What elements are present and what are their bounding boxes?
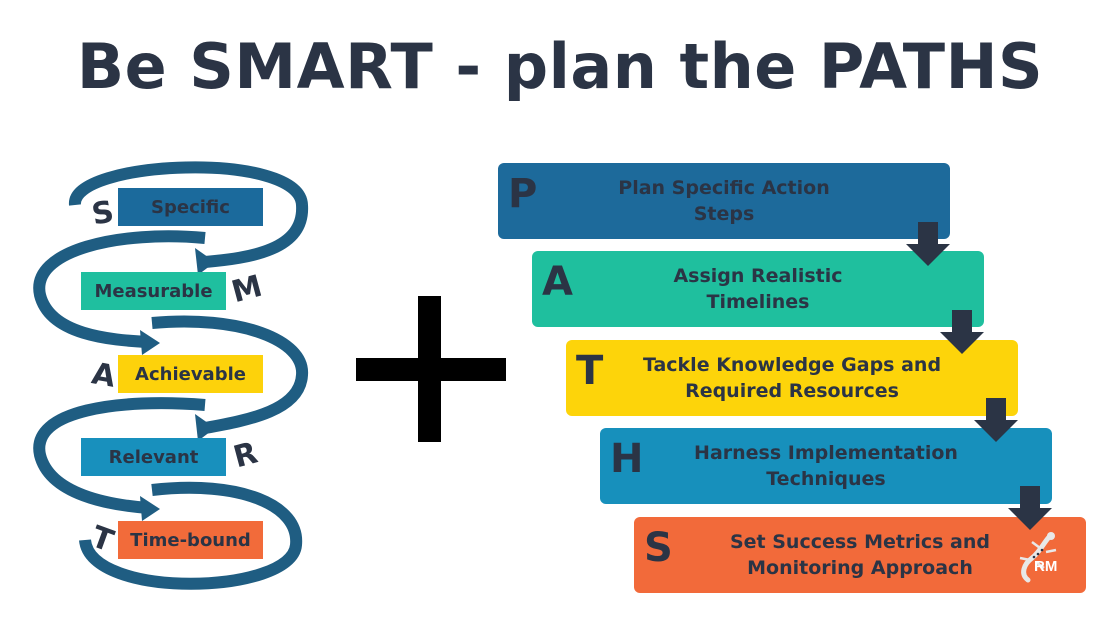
paths-letter: S: [644, 525, 673, 571]
smart-label: Measurable: [94, 280, 213, 302]
smart-box-relevant: Relevant: [81, 438, 226, 476]
smart-label: Time-bound: [130, 529, 251, 551]
paths-letter: T: [576, 348, 604, 394]
paths-letter: H: [610, 436, 644, 482]
arc-r-to-t: [33, 397, 206, 514]
smart-box-specific: Specific: [118, 188, 263, 226]
arrowhead-icon: [195, 248, 215, 275]
smart-label: Achievable: [135, 363, 246, 385]
arrowhead-icon: [195, 414, 215, 441]
plus-horizontal-bar: [356, 358, 506, 381]
paths-step-p: P Plan Specific Action Steps: [498, 163, 950, 239]
paths-label: Assign Realistic Timelines: [673, 265, 843, 313]
arrowhead-icon: [140, 496, 160, 521]
paths-letter: P: [508, 171, 538, 217]
logo-text: RM: [1034, 558, 1058, 575]
smart-label: Relevant: [108, 446, 199, 468]
smart-box-measurable: Measurable: [81, 272, 226, 310]
arc-m-to-a: [33, 230, 206, 348]
smart-box-achievable: Achievable: [118, 355, 263, 393]
smart-box-time-bound: Time-bound: [118, 521, 263, 559]
arrowhead-icon: [140, 330, 160, 355]
arc-a-to-r: [151, 315, 309, 434]
smart-flow-arcs: [33, 161, 309, 590]
gecko-icon: [1019, 532, 1057, 583]
paths-letter: A: [542, 259, 573, 305]
page-title: Be SMART - plan the PATHS: [76, 30, 1044, 103]
arc-t-loop: [79, 481, 303, 590]
gecko-logo: RM: [1010, 528, 1070, 588]
paths-label: Set Success Metrics and Monitoring Appro…: [729, 531, 991, 579]
paths-label: Harness Implementation Techniques: [694, 442, 958, 490]
paths-label: Tackle Knowledge Gaps and Required Resou…: [642, 354, 942, 402]
paths-label: Plan Specific Action Steps: [618, 177, 830, 225]
smart-label: Specific: [151, 196, 230, 218]
arc-s-to-m: [69, 161, 309, 268]
